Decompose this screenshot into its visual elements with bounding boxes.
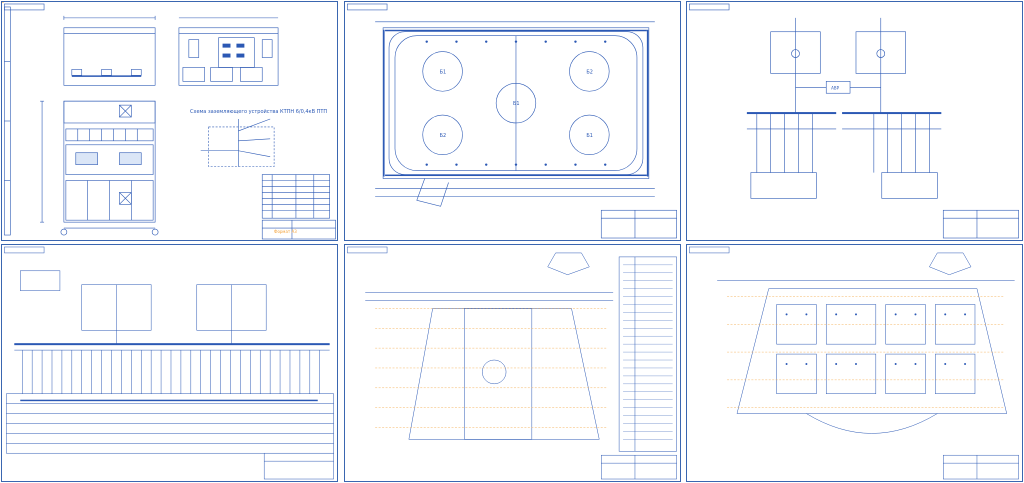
sheet-arena-plan: Б1 Б2 Б1 Б2 Б1 — [344, 1, 681, 241]
zone-label-5: Б1 — [586, 133, 593, 139]
floor-plan-drawing-2 — [689, 246, 1019, 480]
single-line-drawing-2 — [4, 246, 334, 480]
sheet-substation: Схема заземляющего устройства КТПН 6/0,4… — [1, 1, 338, 241]
sheet-single-line-2 — [1, 244, 338, 482]
sheet-floor-plan-2 — [686, 244, 1023, 482]
zone-label-2: Б2 — [586, 69, 593, 75]
zone-label-4: Б2 — [440, 133, 447, 139]
avr-label: АВР — [831, 85, 839, 90]
substation-drawing — [2, 2, 336, 240]
grounding-scheme-caption: Схема заземляющего устройства КТПН 6/0,4… — [190, 109, 328, 115]
zone-label-1: Б1 — [440, 69, 447, 75]
sheet-single-line-1: АВР — [686, 1, 1023, 241]
floor-plan-drawing-1 — [347, 246, 677, 480]
arena-plan-drawing: Б1 Б2 Б1 Б2 Б1 — [347, 3, 677, 239]
stamp-label: Формат А3 — [274, 229, 297, 234]
single-line-drawing-1: АВР — [689, 3, 1019, 239]
zone-label-3: Б1 — [513, 101, 520, 107]
sheet-floor-plan-1 — [344, 244, 681, 482]
